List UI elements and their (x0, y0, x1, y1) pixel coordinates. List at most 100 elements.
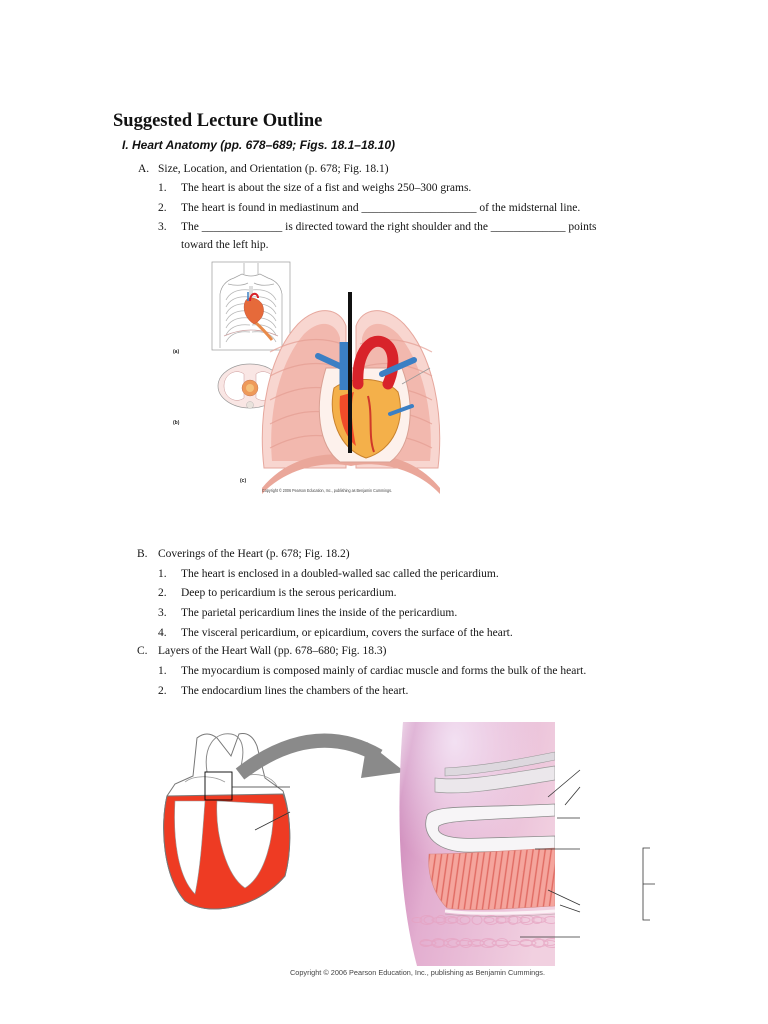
heart-section-core (246, 384, 254, 392)
item-text: The heart is found in mediastinum and __… (181, 202, 581, 214)
arrow-head (361, 742, 405, 778)
tissue-cell (479, 938, 497, 948)
item-text: The myocardium is composed mainly of car… (181, 665, 587, 677)
panel-label-a: (a) (173, 349, 179, 355)
rib-left (225, 317, 251, 329)
panel-label-c: (c) (240, 478, 246, 484)
panel-label-b: (b) (173, 420, 180, 426)
tissue-cell (543, 940, 555, 946)
item-text: The endocardium lines the chambers of th… (181, 685, 409, 697)
tissue-cell (531, 916, 543, 924)
myocardium-layer (428, 847, 555, 910)
item-number: 1. (158, 568, 167, 580)
rib-left (225, 296, 251, 308)
leader-line (547, 889, 581, 906)
item-number: 2. (158, 685, 167, 697)
item-text-line-1: The ______________ is directed toward th… (181, 221, 597, 233)
diaphragm (262, 454, 440, 494)
tissue-cell (411, 917, 423, 923)
torso-outline (219, 273, 283, 348)
leader-line (254, 811, 291, 831)
outline-heading-c: Layers of the Heart Wall (pp. 678–680; F… (158, 645, 387, 657)
item-number: 3. (158, 221, 167, 233)
outline-letter-c: C. (137, 645, 148, 657)
endocardium-layer (444, 909, 555, 915)
item-text: The visceral pericardium, or epicardium,… (181, 627, 513, 639)
item-text: The heart is about the size of a fist an… (181, 182, 472, 194)
rib-right (251, 296, 277, 308)
leader-line (564, 786, 581, 806)
endocardium-edge (444, 913, 555, 917)
outline-heading-b: Coverings of the Heart (p. 678; Fig. 18.… (158, 548, 350, 560)
heart-small (243, 297, 264, 325)
figure-heart-location: (a) (b) (173, 261, 441, 494)
panel-c-thoracic-cavity (261, 292, 441, 494)
lung-rib-left (269, 338, 343, 353)
item-text: The heart is enclosed in a doubled-walle… (181, 568, 499, 580)
subendocardial-tissue (411, 915, 555, 948)
fibrous-pericardium (444, 751, 555, 777)
tissue-cell (483, 917, 495, 923)
tissue-cell (471, 915, 483, 925)
section-heading: I. Heart Anatomy (pp. 678–689; Figs. 18.… (122, 138, 396, 152)
serous-pericardium-fold (425, 803, 555, 853)
bracket (642, 847, 655, 921)
zoom-box (204, 771, 233, 801)
outline-letter-b: B. (137, 548, 148, 560)
midsternal-line-bar (348, 292, 352, 453)
tissue-cell (455, 940, 473, 946)
item-text: Deep to pericardium is the serous perica… (181, 587, 397, 599)
figure-copyright: Copyright © 2006 Pearson Education, Inc.… (262, 488, 392, 493)
label-leaders (520, 769, 655, 938)
heart-wall-section (399, 722, 555, 966)
left-pulmonary-vessel (315, 353, 347, 371)
tissue-cell (419, 915, 435, 925)
pointer-line (401, 367, 431, 385)
magnify-arrow (235, 733, 405, 780)
tissue-cell (467, 939, 485, 947)
vertebra (246, 401, 254, 409)
item-text: The parietal pericardium lines the insid… (181, 607, 458, 619)
figure-copyright: Copyright © 2006 Pearson Education, Inc.… (290, 969, 545, 977)
aorta-outline (205, 733, 244, 773)
tissue-cell (519, 917, 531, 923)
right-pulmonary-vessel (379, 357, 417, 377)
rib-right (251, 289, 277, 301)
tissue-cell (491, 940, 509, 946)
item-number: 1. (158, 182, 167, 194)
parietal-layer (434, 765, 555, 794)
arrow-shaft (235, 733, 383, 780)
pulmonary-vein (388, 404, 414, 416)
figure-heart-wall-layers: Copyright © 2006 Pearson Education, Inc.… (163, 722, 655, 977)
item-number: 2. (158, 202, 167, 214)
left-ventricle-chamber (216, 800, 274, 889)
right-ventricle-chamber (174, 800, 206, 895)
tissue-cell (507, 915, 519, 925)
item-number: 2. (158, 587, 167, 599)
outline-letter-a: A. (138, 163, 150, 175)
item-number: 1. (158, 665, 167, 677)
leader-line (559, 904, 581, 913)
item-number: 4. (158, 627, 167, 639)
neck-outline (243, 263, 259, 274)
coronary-vessel (367, 395, 375, 453)
page-title: Suggested Lecture Outline (113, 111, 323, 131)
item-number: 3. (158, 607, 167, 619)
item-text-line-2: toward the left hip. (181, 239, 269, 251)
rib-left (225, 331, 251, 343)
diaphragm-line (223, 329, 279, 337)
tissue-cell (543, 916, 555, 924)
rib-right (251, 324, 277, 336)
aorta-small (249, 292, 259, 302)
orange-band (254, 320, 274, 341)
outline-heading-a: Size, Location, and Orientation (p. 678;… (158, 163, 389, 175)
tissue-cell (431, 917, 447, 923)
leader-line (547, 769, 581, 798)
panel-a-thorax (211, 261, 291, 351)
rib-left (225, 324, 251, 336)
tissue-cell (431, 938, 445, 948)
clavicles (227, 282, 275, 286)
heart-diagram (163, 733, 291, 910)
tissue-cell (443, 916, 459, 924)
